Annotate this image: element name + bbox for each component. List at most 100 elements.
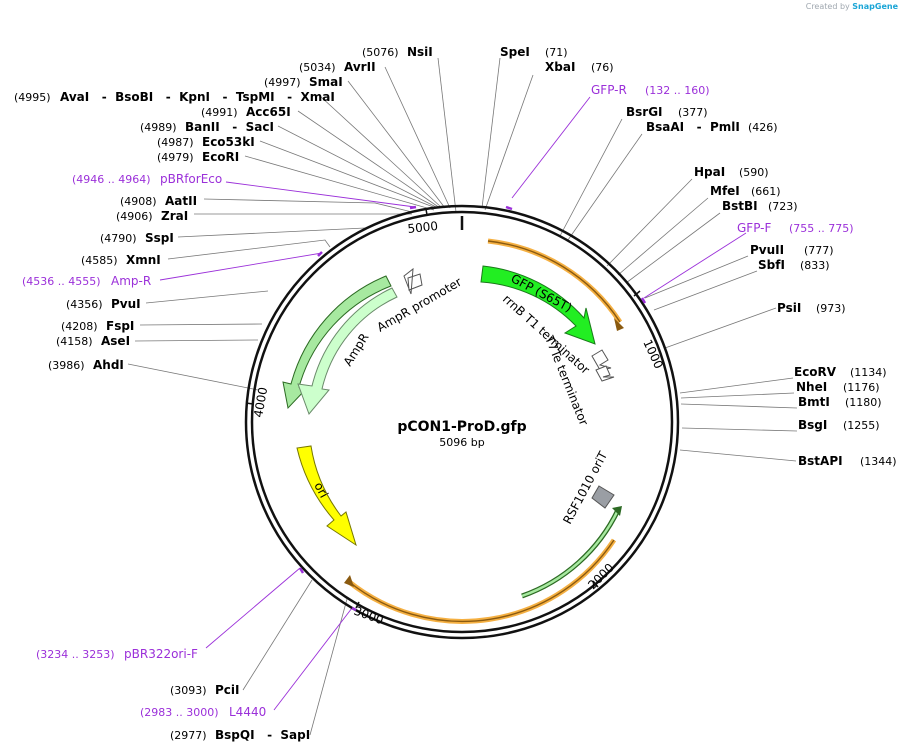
feature-arcs (282, 265, 622, 599)
site-pos: (76) (591, 61, 614, 74)
tick-3000-mark (355, 601, 360, 609)
primer-range: (132 .. 160) (645, 84, 710, 97)
right-site-labels[interactable]: SpeI (71) XbaI (76) BsrGI (377) BsaAI - … (500, 45, 897, 468)
primer-leader-lines (159, 96, 747, 711)
site-name[interactable]: BsaAI - PmlI (646, 120, 740, 134)
site-name[interactable]: BanII - SacI (185, 120, 274, 134)
site-name[interactable]: EcoRI (202, 150, 239, 164)
tick-4000-mark (245, 402, 254, 405)
site-pos: (1255) (843, 419, 880, 432)
primer-name[interactable]: GFP-R (591, 83, 627, 97)
tick-5000-label: 5000 (407, 219, 439, 236)
site-name[interactable]: MfeI (710, 184, 740, 198)
site-name[interactable]: AseI (101, 334, 130, 348)
site-pos: (2977) (170, 729, 207, 742)
site-pos: (833) (800, 259, 830, 272)
watermark-prefix: Created by (805, 2, 850, 11)
site-name[interactable]: PsiI (777, 301, 801, 315)
site-name[interactable]: BmtI (798, 395, 830, 409)
primer-name[interactable]: L4440 (229, 705, 266, 719)
site-name[interactable]: BsgI (798, 418, 827, 432)
site-pos: (1180) (845, 396, 882, 409)
site-name[interactable]: PvuII (750, 243, 784, 257)
primer-marks (298, 205, 647, 612)
primer-labels[interactable]: GFP-R (132 .. 160) GFP-F (755 .. 775) (4… (22, 83, 854, 719)
l4440-primer-arc (346, 538, 617, 624)
site-name[interactable]: BsrGI (626, 105, 663, 119)
site-pos: (973) (816, 302, 846, 315)
site-pos: (4585) (81, 254, 118, 267)
site-name[interactable]: NsiI (407, 45, 433, 59)
site-pos: (3986) (48, 359, 85, 372)
t7te-terminator-feature (595, 365, 615, 382)
site-name[interactable]: NheI (796, 380, 827, 394)
site-name[interactable]: SmaI (309, 75, 343, 89)
site-name[interactable]: HpaI (694, 165, 725, 179)
primer-name[interactable]: pBR322ori-F (124, 647, 198, 661)
site-pos: (4997) (264, 76, 301, 89)
site-name[interactable]: PvuI (111, 297, 141, 311)
site-pos: (4991) (201, 106, 238, 119)
site-pos: (4790) (100, 232, 137, 245)
site-name[interactable]: XmnI (126, 253, 161, 267)
primer-name[interactable]: GFP-F (737, 221, 772, 235)
tick-3000-label: 3000 (352, 604, 385, 628)
primer-range: (755 .. 775) (789, 222, 854, 235)
snapgene-logo: SnapGene (852, 2, 898, 11)
site-name[interactable]: Eco53kI (202, 135, 255, 149)
site-pos: (5034) (299, 61, 336, 74)
site-pos: (4995) (14, 91, 51, 104)
primer-range: (4946 .. 4964) (72, 173, 151, 186)
plasmid-length: 5096 bp (439, 436, 484, 449)
site-name[interactable]: EcoRV (794, 365, 837, 379)
rsf1010-orit-box (591, 485, 615, 509)
site-name[interactable]: SbfI (758, 258, 785, 272)
ampr-green-arc (282, 275, 392, 410)
ampr-promoter-feature (403, 267, 423, 295)
ampr-feature (297, 287, 398, 415)
tick-4000-label: 4000 (251, 386, 270, 419)
site-pos: (723) (768, 200, 798, 213)
tick-2000-mark (592, 580, 599, 588)
left-site-labels[interactable]: (5076) NsiI (5034) AvrII (4997) SmaI (49… (14, 45, 433, 742)
site-name[interactable]: BspQI - SapI (215, 728, 310, 742)
site-pos: (4208) (61, 320, 98, 333)
tick-5000-mark (425, 208, 428, 216)
site-name[interactable]: Acc65I (246, 105, 291, 119)
site-pos: (426) (748, 121, 778, 134)
site-name[interactable]: BstAPI (798, 454, 843, 468)
site-pos: (4987) (157, 136, 194, 149)
site-pos: (3093) (170, 684, 207, 697)
site-name[interactable]: AvrII (344, 60, 376, 74)
primer-name[interactable]: pBRforEco (160, 172, 222, 186)
tick-1000-mark (633, 290, 641, 297)
primer-binding-arrows (344, 238, 624, 624)
site-pos: (590) (739, 166, 769, 179)
site-pos: (777) (804, 244, 834, 257)
site-pos: (4908) (120, 195, 157, 208)
site-name[interactable]: PciI (215, 683, 240, 697)
snapgene-watermark: Created by SnapGene (806, 2, 898, 11)
site-name[interactable]: XbaI (545, 60, 575, 74)
site-name[interactable]: AatII (165, 194, 197, 208)
site-name[interactable]: FspI (106, 319, 134, 333)
site-name[interactable]: BstBI (722, 199, 758, 213)
site-pos: (4989) (140, 121, 177, 134)
site-pos: (5076) (362, 46, 399, 59)
site-pos: (4356) (66, 298, 103, 311)
site-pos: (1134) (850, 366, 887, 379)
site-name[interactable]: SpeI (500, 45, 530, 59)
site-pos: (4979) (157, 151, 194, 164)
ori-label: ori (311, 480, 331, 500)
site-name[interactable]: AvaI - BsoBI - KpnI - TspMI - XmaI (60, 90, 335, 104)
site-pos: (4158) (56, 335, 93, 348)
gfp-feature (480, 265, 596, 345)
site-pos: (1344) (860, 455, 897, 468)
primer-name[interactable]: Amp-R (111, 274, 151, 288)
ori-feature (296, 445, 357, 547)
site-name[interactable]: ZraI (161, 209, 188, 223)
site-name[interactable]: SspI (145, 231, 174, 245)
rrnb-t1-terminator-feature (591, 349, 612, 371)
site-name[interactable]: AhdI (93, 358, 124, 372)
